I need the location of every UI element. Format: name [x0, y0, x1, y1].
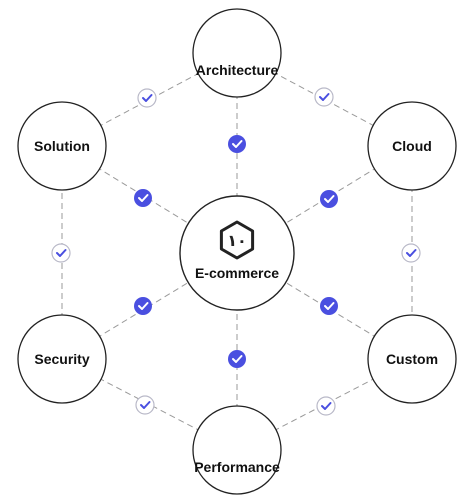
check-filled-icon	[134, 189, 152, 207]
check-outline-icon	[137, 88, 157, 108]
check-filled-icon	[320, 297, 338, 315]
node-cloud: Cloud	[367, 101, 457, 191]
check-outline-icon	[316, 396, 336, 416]
node-center: ١٠ E-commerce	[179, 195, 295, 311]
node-security-label: Security	[34, 351, 89, 367]
check-outline-icon	[401, 243, 421, 263]
check-filled-icon	[228, 135, 246, 153]
node-custom-label: Custom	[386, 351, 438, 367]
check-outline-icon	[135, 395, 155, 415]
node-custom: Custom	[367, 314, 457, 404]
node-security: Security	[17, 314, 107, 404]
node-center-label: E-commerce	[195, 265, 279, 281]
node-solution-label: Solution	[34, 138, 90, 154]
node-architecture-label: Architecture	[196, 62, 279, 78]
check-filled-icon	[320, 190, 338, 208]
check-outline-icon	[314, 87, 334, 107]
logo-glyph: ١٠	[227, 231, 247, 250]
ring-check-badges	[51, 87, 421, 416]
node-architecture: Architecture	[192, 8, 282, 98]
node-performance: Performance	[192, 405, 282, 495]
check-filled-icon	[134, 297, 152, 315]
check-filled-icon	[228, 350, 246, 368]
node-solution: Solution	[17, 101, 107, 191]
node-cloud-label: Cloud	[392, 138, 432, 154]
node-performance-label: Performance	[194, 459, 280, 475]
check-outline-icon	[51, 243, 71, 263]
hexagon-logo-icon: ١٠	[219, 220, 255, 260]
spoke-check-badges	[134, 135, 338, 368]
